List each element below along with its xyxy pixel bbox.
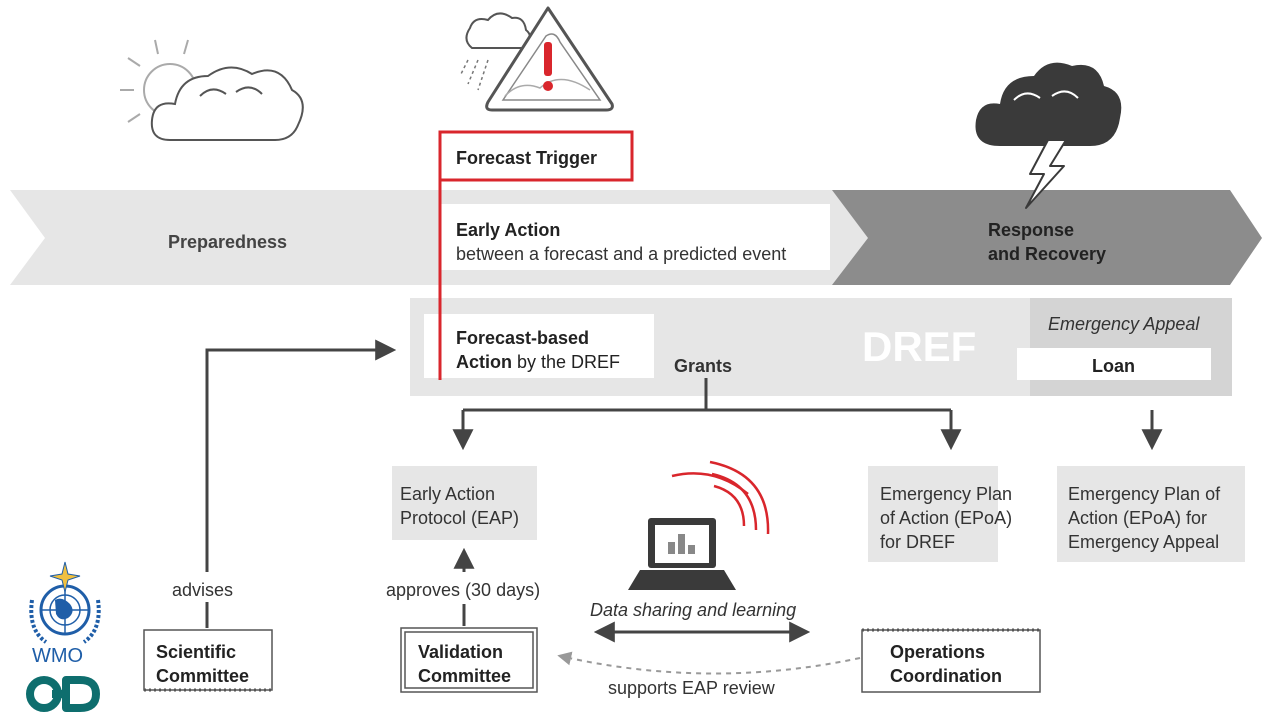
fba-box (424, 314, 654, 378)
supports-review-arrow (557, 651, 861, 675)
scientific-committee-box (143, 629, 273, 692)
fba-action-word: Action (456, 352, 512, 372)
validation-committee-line1: Validation (418, 642, 504, 662)
emergency-appeal-label: Emergency Appeal (1048, 314, 1200, 334)
sun-cloud-icon (120, 39, 304, 141)
grants-label: Grants (674, 356, 733, 376)
forecast-trigger-line (438, 130, 634, 380)
loan-label: Loan (1092, 356, 1135, 376)
validation-committee-box (400, 627, 538, 693)
operations-coordination-box (861, 628, 1041, 693)
warning-rain-icon (459, 6, 614, 112)
supports-label: supports EAP review (608, 678, 775, 698)
early-action-title: Early Action (456, 220, 561, 240)
advises-connector (205, 339, 397, 572)
response-label-line2: and Recovery (988, 244, 1107, 264)
eap-label-line2: Protocol (EAP) (400, 508, 520, 528)
response-label-line1: Response (988, 220, 1075, 240)
approves-label: approves (30 days) (386, 580, 541, 600)
fba-label-line2: Action by the DREF (456, 350, 620, 374)
eap-label-line1: Early Action (400, 484, 496, 504)
wmo-emblem-icon (29, 561, 101, 644)
eap-box (392, 466, 537, 540)
epoa-dref-line3: for DREF (880, 532, 956, 552)
early-action-band (440, 204, 830, 270)
operations-coordination-line2: Coordination (890, 666, 1002, 686)
epoa-dref-line2: of Action (EPoA) (880, 508, 1013, 528)
epoa-ea-line1: Emergency Plan of (1068, 484, 1221, 504)
validation-committee-line2: Committee (418, 666, 512, 686)
epoa-ea-line2: Action (EPoA) for (1068, 508, 1208, 528)
early-action-subtitle: between a forecast and a predicted event (456, 244, 787, 264)
scientific-committee-line2: Committee (156, 666, 250, 686)
fba-label-line1: Forecast-based (456, 328, 590, 348)
scientific-committee-line1: Scientific (156, 642, 237, 662)
data-sharing-label: Data sharing and learning (590, 600, 797, 620)
epoa-dref-line1: Emergency Plan (880, 484, 1013, 504)
operations-coordination-line1: Operations (890, 642, 986, 662)
laptop-signal-icon (628, 460, 770, 590)
storm-cloud-icon (975, 62, 1122, 209)
forecast-trigger-label: Forecast Trigger (456, 148, 598, 168)
odi-logo-icon (26, 676, 100, 712)
timeline-band-response (832, 190, 1262, 285)
epoa-dref-box (868, 466, 998, 562)
advises-label: advises (172, 580, 234, 600)
dref-watermark: DREF (862, 323, 977, 370)
epoa-ea-line3: Emergency Appeal (1068, 532, 1220, 552)
wmo-logo-text: WMO (32, 645, 84, 667)
preparedness-label: Preparedness (168, 232, 288, 252)
fba-rest: by the DREF (512, 352, 621, 372)
epoa-ea-box (1057, 466, 1245, 562)
loan-box (1017, 348, 1211, 380)
